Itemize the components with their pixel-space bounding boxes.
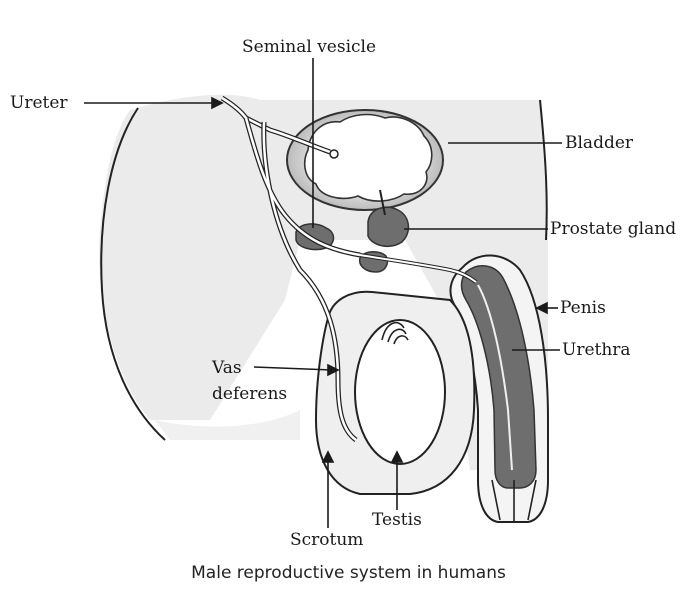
- arrow-ureter: [211, 96, 224, 110]
- label-vas: Vas: [212, 358, 242, 378]
- arrow-penis: [535, 301, 548, 315]
- arrow-scrotum: [321, 450, 335, 463]
- label-prostate-gland: Prostate gland: [550, 219, 677, 239]
- thigh-shade: [155, 410, 300, 440]
- label-bladder: Bladder: [565, 133, 634, 153]
- label-urethra: Urethra: [562, 340, 631, 360]
- label-seminal-vesicle: Seminal vesicle: [242, 37, 377, 57]
- leader-vas: [253, 366, 333, 371]
- label-penis: Penis: [560, 298, 606, 318]
- ureter-opening: [329, 149, 339, 159]
- label-ureter: Ureter: [10, 93, 68, 113]
- leader-lines: [84, 58, 562, 528]
- vas-deferens-inner: [244, 117, 361, 442]
- bladder-inner-wall: [303, 113, 433, 202]
- body-outline-shade: [99, 94, 548, 470]
- urethra-inner-line: [477, 284, 513, 471]
- epididymis: [381, 321, 409, 345]
- label-scrotum: Scrotum: [290, 530, 364, 550]
- figure-caption: Male reproductive system in humans: [191, 563, 506, 583]
- arrow-vas: [327, 363, 340, 377]
- body-contour-right: [539, 99, 548, 241]
- ejaculatory-duct-inner: [359, 254, 477, 283]
- label-testis: Testis: [372, 510, 422, 530]
- urethra-tissue: [460, 265, 537, 489]
- bladder-neck: [379, 189, 386, 216]
- body-contour-left: [100, 107, 166, 441]
- testis-shape: [354, 319, 446, 465]
- label-deferens: deferens: [212, 384, 288, 404]
- prostate-gland-shape: [367, 206, 410, 248]
- arrow-testis: [390, 450, 404, 463]
- glans: [491, 479, 537, 522]
